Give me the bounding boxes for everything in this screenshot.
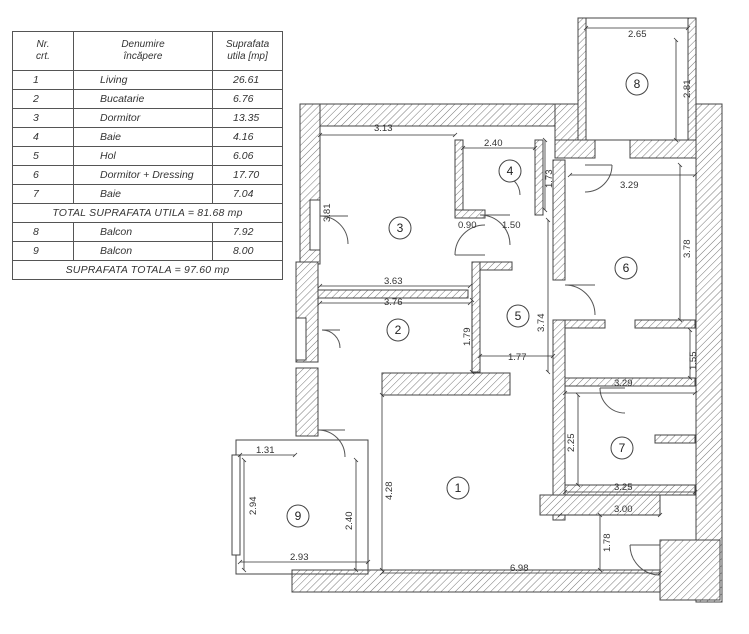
room-marker-8: 8	[625, 72, 649, 96]
svg-text:1: 1	[455, 481, 462, 495]
svg-text:2: 2	[395, 323, 402, 337]
dim-label: 6.98	[510, 563, 529, 574]
dimension-lines	[237, 25, 698, 576]
dim-label: 1.79	[462, 328, 473, 347]
dim-label: 3.78	[682, 240, 693, 259]
room-marker-3: 3	[388, 216, 412, 240]
svg-text:6: 6	[623, 261, 630, 275]
row-area: 7.04	[212, 184, 283, 204]
dim-label: 3.81	[322, 204, 333, 223]
dim-label: 2.93	[290, 552, 309, 563]
dim-label: 2.94	[248, 497, 259, 516]
dim-label: 1.77	[508, 352, 527, 363]
room-marker-9: 9	[286, 504, 310, 528]
total-area: SUPRAFATA TOTALA = 97.60 mp	[12, 260, 283, 280]
dimension-labels: 2.65 2.81 3.13 2.40 1.73 3.29 3.81 0.90 …	[248, 29, 699, 574]
dim-label: 2.40	[484, 138, 503, 149]
dim-label: 3.13	[374, 123, 393, 134]
dim-label: 3.29	[614, 378, 633, 389]
total-row: SUPRAFATA TOTALA = 97.60 mp	[12, 260, 283, 280]
svg-text:5: 5	[515, 309, 522, 323]
row-area: 17.70	[212, 165, 283, 185]
dim-label: 3.76	[384, 297, 403, 308]
dim-label: 1.55	[688, 352, 699, 371]
walls	[291, 17, 723, 603]
dim-label: 1.50	[502, 220, 521, 231]
room-marker-6: 6	[614, 256, 638, 280]
header-nr: Nr.crt.	[12, 31, 74, 71]
row-name: Bucatarie	[73, 89, 213, 109]
room-marker-5: 5	[506, 304, 530, 328]
dim-label: 1.31	[256, 445, 275, 456]
svg-text:4: 4	[507, 164, 514, 178]
dim-label: 2.40	[344, 512, 355, 531]
dim-label: 4.28	[384, 482, 395, 501]
dim-label: 3.00	[614, 504, 633, 515]
window-markers	[231, 199, 321, 556]
dim-label: 3.63	[384, 276, 403, 287]
room-marker-7: 7	[610, 436, 634, 460]
dim-label: 0.90	[458, 220, 477, 231]
dim-label: 2.81	[682, 80, 693, 99]
svg-text:3: 3	[397, 221, 404, 235]
svg-text:8: 8	[634, 77, 641, 91]
svg-text:7: 7	[619, 441, 626, 455]
dim-label: 3.25	[614, 482, 633, 493]
room-marker-4: 4	[498, 159, 522, 183]
dim-label: 3.29	[620, 180, 639, 191]
svg-text:9: 9	[295, 509, 302, 523]
room-markers: 1 2 3 4 5 6 7 8	[286, 72, 649, 528]
dim-label: 3.74	[536, 314, 547, 333]
row-name: Baie	[73, 127, 213, 147]
room-marker-1: 1	[446, 476, 470, 500]
dim-label: 1.73	[544, 170, 555, 189]
dim-label: 1.78	[602, 534, 613, 553]
row-area: 26.61	[212, 70, 283, 90]
row-name: Balcon	[73, 241, 213, 261]
dim-label: 2.65	[628, 29, 647, 40]
room-marker-2: 2	[386, 318, 410, 342]
dim-label: 2.25	[566, 434, 577, 453]
